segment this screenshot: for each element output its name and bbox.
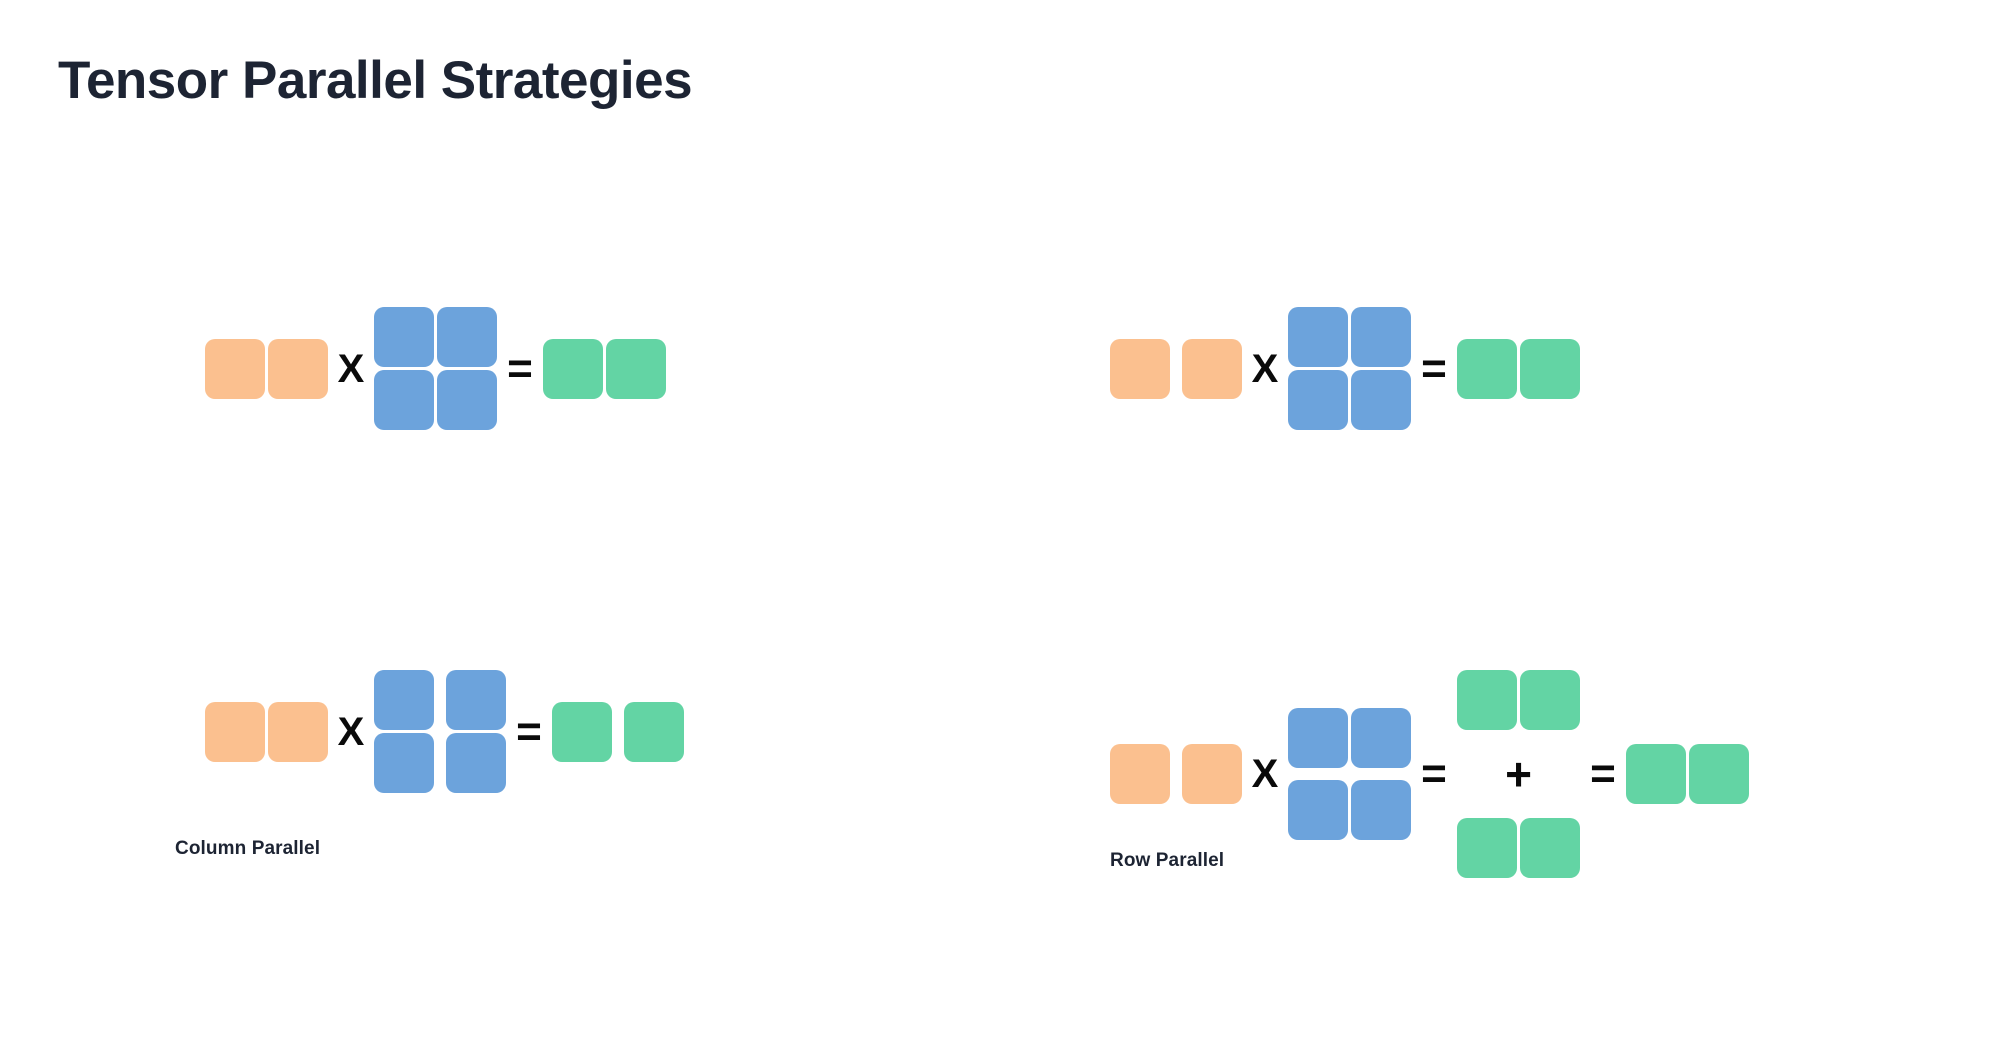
matrix-row	[205, 701, 328, 762]
caption-column-parallel: Column Parallel	[175, 838, 321, 859]
matrix-cell-blue	[1351, 708, 1411, 768]
matrix-cell-green	[624, 701, 684, 762]
matrix-partial-output-1	[1457, 670, 1580, 730]
matrix-weights-row-sharded	[1288, 708, 1411, 840]
matrix-cell-blue	[446, 670, 506, 730]
operator-multiply: X	[337, 346, 365, 391]
matrix-cell-blue	[374, 733, 434, 793]
matrix-cell-blue	[374, 307, 434, 367]
operator-multiply: X	[337, 709, 365, 754]
matrix-row	[1110, 744, 1242, 804]
operator-equals: =	[1421, 343, 1447, 393]
matrix-cell-blue	[1288, 780, 1348, 840]
matrix-row	[1288, 708, 1411, 768]
matrix-row	[552, 701, 684, 762]
matrix-cell-orange	[1110, 744, 1170, 804]
matrix-output-sharded	[552, 701, 684, 762]
matrix-cell-orange	[205, 701, 265, 762]
matrix-output-reduced	[1626, 744, 1749, 804]
partial-sum-stack: +	[1457, 670, 1580, 878]
matrix-cell-blue	[374, 670, 434, 730]
matrix-cell-green	[1457, 670, 1517, 730]
matrix-row	[1288, 780, 1411, 840]
matrix-cell-orange	[268, 701, 328, 762]
operator-equals: =	[1421, 749, 1447, 798]
matrix-row	[1110, 338, 1242, 399]
matrix-cell-green	[606, 338, 666, 399]
matrix-row	[1457, 338, 1580, 399]
matrix-cell-green	[1457, 818, 1517, 878]
matrix-input-activations	[205, 338, 328, 399]
matrix-cell-orange	[1182, 744, 1242, 804]
matrix-cell-orange	[1182, 338, 1242, 399]
matrix-cell-green	[1689, 744, 1749, 804]
equation-column-parallel-sharded: X =	[205, 670, 684, 793]
matrix-cell-green	[552, 701, 612, 762]
equation-column-parallel-full: X =	[205, 307, 666, 430]
matrix-cell-blue	[1351, 780, 1411, 840]
operator-plus: +	[1505, 748, 1532, 800]
matrix-row	[374, 733, 506, 793]
matrix-cell-blue	[1288, 307, 1348, 367]
operator-multiply: X	[1251, 346, 1279, 391]
matrix-row	[543, 338, 666, 399]
equation-row-parallel-sharded: X = + =	[1110, 670, 1749, 878]
matrix-row	[1457, 818, 1580, 878]
matrix-row	[374, 670, 506, 730]
matrix-cell-orange	[1110, 338, 1170, 399]
matrix-weights-column-sharded	[374, 670, 506, 793]
matrix-cell-green	[1626, 744, 1686, 804]
matrix-cell-blue	[1351, 307, 1411, 367]
matrix-row	[1457, 670, 1580, 730]
operator-equals: =	[507, 343, 533, 393]
matrix-cell-blue	[437, 370, 497, 430]
matrix-cell-orange	[268, 338, 328, 399]
matrix-cell-green	[1520, 670, 1580, 730]
matrix-partial-output-2	[1457, 818, 1580, 878]
matrix-cell-blue	[1288, 708, 1348, 768]
matrix-row	[374, 370, 497, 430]
matrix-weights	[374, 307, 497, 430]
matrix-weights	[1288, 307, 1411, 430]
matrix-input-activations-sharded	[1110, 338, 1242, 399]
equation-row-parallel-full: X =	[1110, 307, 1580, 430]
matrix-cell-green	[543, 338, 603, 399]
operator-multiply: X	[1251, 752, 1279, 796]
matrix-row	[374, 307, 497, 367]
matrix-cell-blue	[1351, 370, 1411, 430]
matrix-output	[543, 338, 666, 399]
matrix-row	[205, 338, 328, 399]
matrix-row	[1288, 370, 1411, 430]
matrix-cell-blue	[1288, 370, 1348, 430]
operator-equals: =	[516, 706, 542, 756]
matrix-cell-orange	[205, 338, 265, 399]
matrix-row	[1288, 307, 1411, 367]
matrix-output	[1457, 338, 1580, 399]
matrix-input-activations-sharded	[1110, 744, 1242, 804]
matrix-row	[1626, 744, 1749, 804]
matrix-cell-green	[1520, 818, 1580, 878]
matrix-cell-green	[1520, 338, 1580, 399]
matrix-cell-blue	[437, 307, 497, 367]
matrix-cell-blue	[374, 370, 434, 430]
matrix-input-activations	[205, 701, 328, 762]
page-title: Tensor Parallel Strategies	[58, 51, 693, 110]
matrix-cell-blue	[446, 733, 506, 793]
matrix-cell-green	[1457, 338, 1517, 399]
operator-equals: =	[1590, 749, 1616, 798]
caption-row-parallel: Row Parallel	[1110, 850, 1225, 871]
